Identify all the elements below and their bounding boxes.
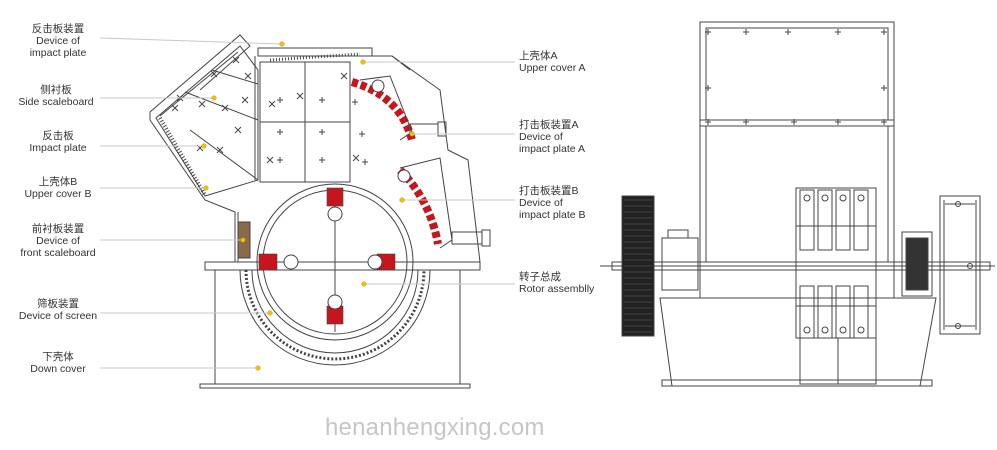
base-plate (199, 383, 471, 389)
adjust-nut-a (437, 121, 447, 137)
rotor-hammer-lower (853, 285, 869, 339)
flywheel-bolt (967, 263, 973, 269)
scaleboard-cross (221, 104, 229, 112)
leader-dot (203, 185, 209, 191)
bearing-block-right (901, 231, 933, 297)
hammer-pin (283, 254, 299, 270)
scaleboard-cross (210, 70, 218, 78)
lower-base (661, 379, 933, 387)
impact-plate-hatch (158, 116, 207, 197)
watermark: henanhengxing.com (325, 414, 545, 441)
panel-cross (340, 72, 348, 80)
upper-cover-a-outline (258, 55, 481, 263)
rotor-bolt (803, 326, 811, 334)
adjust-nut-b (481, 229, 491, 247)
rotor-bolt (839, 326, 847, 334)
panel-cross (268, 100, 276, 108)
rotor-outer-circle (256, 183, 414, 341)
pivot-a (371, 79, 385, 93)
bearing-cap-left (667, 229, 689, 239)
rotor-bolt (821, 194, 829, 202)
feed-chute-top (149, 34, 251, 120)
pivot-b (397, 169, 411, 183)
leader-dot (255, 365, 261, 371)
rotor-hammer-lower (835, 285, 851, 339)
hammer-pin (327, 206, 343, 222)
scaleboard-cross (241, 96, 249, 104)
rotor-hammer-upper (835, 189, 851, 251)
leader-dot (201, 143, 207, 149)
scaleboard-cross (234, 126, 242, 134)
hammer-top (326, 187, 344, 207)
rotor-hammer-lower (817, 285, 833, 339)
rotor-hammer-upper (799, 189, 815, 251)
leader-dot (360, 59, 366, 65)
upper-cover-b-outline (149, 119, 236, 262)
hammer-pin (367, 254, 383, 270)
panel-cross (352, 154, 360, 162)
adjust-bolt-a (409, 123, 439, 135)
scaleboard-cross (244, 72, 252, 80)
rotor-bolt (857, 194, 865, 202)
top-hatch (269, 52, 361, 62)
top-beam (257, 47, 373, 57)
leader-dot (409, 131, 415, 137)
leader-dot (399, 197, 405, 203)
flywheel-bolt (955, 201, 961, 207)
split-flange (204, 261, 481, 271)
lower-housing (659, 297, 937, 387)
hammer-pin (327, 294, 343, 310)
rotor-bolt (857, 326, 865, 334)
frame-top-panel (705, 27, 889, 121)
leader-dot (240, 237, 246, 243)
flywheel-bolt (955, 323, 961, 329)
impact-plate-a (350, 78, 416, 142)
impact-plate-b (397, 167, 442, 245)
panel-cross (296, 92, 304, 100)
upper-cover-a-rib (391, 55, 411, 71)
impact-plate-b-frame (399, 157, 453, 249)
scaleboard-cross (216, 146, 224, 154)
leader-dot (361, 281, 367, 287)
scaleboard-cross (198, 100, 206, 108)
grid-line (211, 69, 259, 85)
scaleboard-cross (171, 104, 179, 112)
flywheel (939, 195, 981, 335)
rotor-bolt (821, 326, 829, 334)
rotor-hammer-upper (817, 189, 833, 251)
bearing-block-left (661, 237, 699, 291)
rotor-bolt (839, 194, 847, 202)
leader-line (99, 37, 283, 45)
grid-line (189, 129, 259, 181)
screen-inner-arc (251, 269, 419, 354)
rotor-bolt (803, 194, 811, 202)
leader-dot (267, 310, 273, 316)
screen-arc (244, 269, 426, 361)
impact-plate-a-frame (359, 75, 413, 141)
flywheel-edge (943, 200, 977, 330)
panel-cross (266, 156, 274, 164)
side-scaleboard-panel (155, 45, 259, 197)
bearing-housing (905, 237, 929, 291)
grid-line (184, 91, 259, 121)
hammer-left (258, 253, 278, 271)
rotor-hammer-lower (799, 285, 815, 339)
leader-dot (279, 41, 285, 47)
leader-dot (211, 95, 217, 101)
rotor-hammer-upper (853, 189, 869, 251)
scaleboard-cross (232, 56, 240, 64)
